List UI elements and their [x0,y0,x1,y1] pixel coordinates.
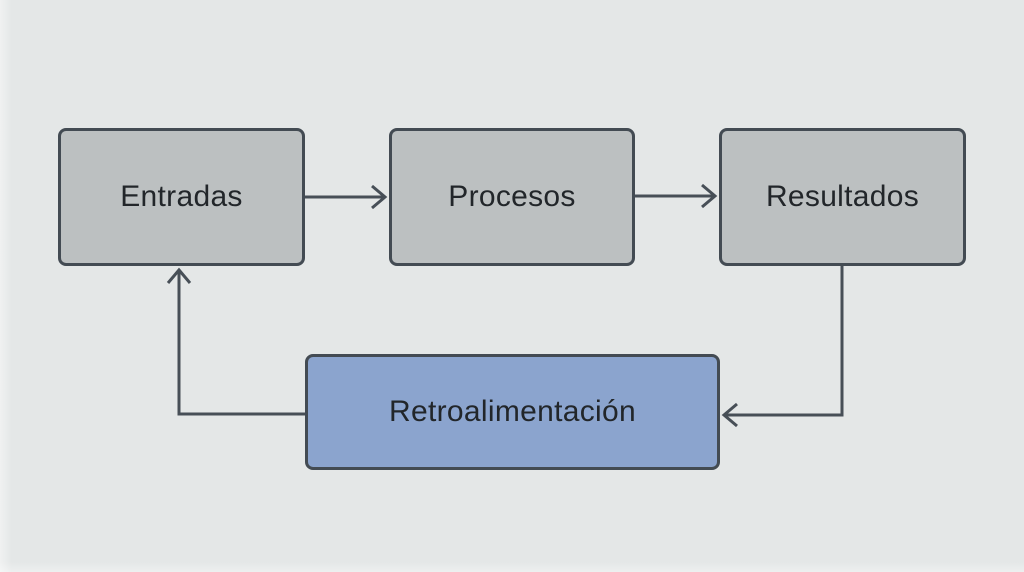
node-retroalimentacion: Retroalimentación [305,354,720,470]
node-entradas-label: Entradas [120,180,243,213]
node-resultados: Resultados [719,128,966,266]
node-entradas: Entradas [58,128,305,266]
node-retroalimentacion-label: Retroalimentación [389,395,636,428]
arrow-entradas-to-procesos [305,184,388,210]
arrow-procesos-to-resultados [635,183,718,209]
arrow-retroalimentacion-to-entradas [166,267,305,416]
arrow-resultados-to-retroalimentacion [721,266,844,428]
node-resultados-label: Resultados [765,180,920,213]
node-procesos-label: Procesos [448,180,576,213]
node-procesos: Procesos [389,128,635,266]
